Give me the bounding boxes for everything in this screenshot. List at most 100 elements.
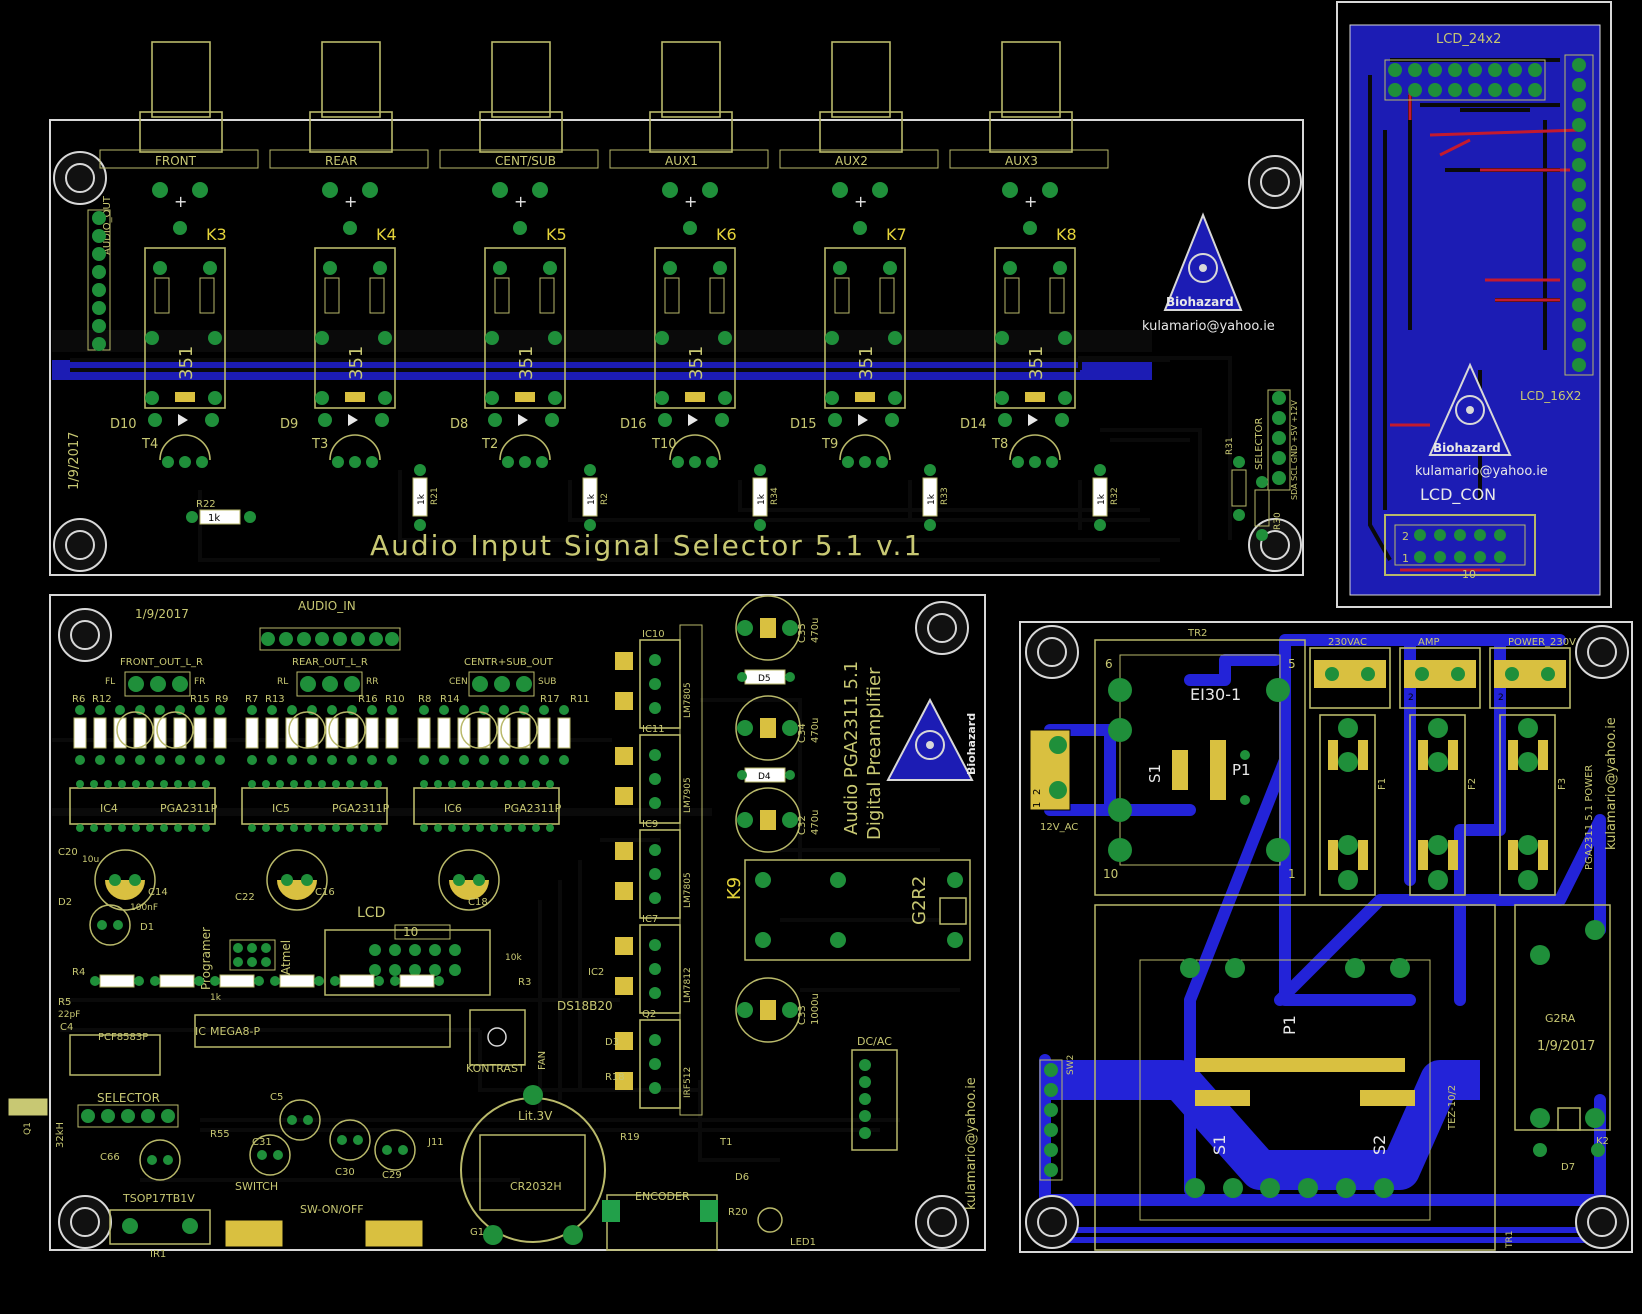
resistor-r31: R31 bbox=[1225, 437, 1247, 521]
transformer-p1: P1 bbox=[1232, 761, 1251, 779]
diode-d5: D5 bbox=[737, 669, 795, 685]
transformer-tr2: TR2 EI30-1 6 5 10 1 S1 P1 bbox=[1094, 628, 1306, 896]
dcac-label: DC/AC bbox=[857, 1035, 892, 1048]
component-ref: C14 bbox=[148, 887, 168, 898]
output-right-label: RR bbox=[366, 677, 379, 687]
fan-label: FAN bbox=[537, 1051, 548, 1070]
component-ref: C29 bbox=[382, 1170, 402, 1181]
regulator-ref: IC11 bbox=[642, 724, 665, 735]
diode-label: D14 bbox=[960, 417, 987, 432]
power-date: 1/9/2017 bbox=[1537, 1039, 1595, 1054]
regulator-type: LM7905 bbox=[683, 777, 693, 813]
component-ref: R55 bbox=[210, 1129, 230, 1140]
crystal-q1: Q1 bbox=[7, 1097, 49, 1135]
relay-label: K3 bbox=[206, 225, 227, 244]
svg-text:1k: 1k bbox=[1097, 493, 1107, 505]
svg-text:R30: R30 bbox=[1273, 512, 1283, 530]
component-ref: C20 bbox=[58, 847, 78, 858]
big-switch-s2: S2 bbox=[1370, 1135, 1389, 1155]
component-ref: T1 bbox=[719, 1137, 732, 1148]
pcf-label: PCF8583P bbox=[98, 1032, 148, 1043]
preamp-mounting-holes bbox=[58, 601, 969, 1249]
chip-label: PGA2311P bbox=[332, 802, 390, 815]
lcd-top-header bbox=[1384, 59, 1546, 101]
transistor-label: T4 bbox=[141, 437, 158, 452]
power-diode-label: D7 bbox=[1561, 1162, 1575, 1173]
transistor-label: T8 bbox=[991, 437, 1008, 452]
regulator-type: LM7812 bbox=[683, 967, 693, 1003]
input-connector-label: FRONT bbox=[155, 154, 197, 168]
mcu-chip: IC MEGA8-P bbox=[194, 1014, 451, 1048]
diode-ref: D2 bbox=[58, 897, 72, 908]
relay-text: 351 bbox=[686, 346, 707, 380]
fuse-label: F2 bbox=[1467, 778, 1478, 790]
svg-text:D5: D5 bbox=[758, 674, 771, 684]
resistor-label: R11 bbox=[570, 694, 590, 705]
component-ref: C18 bbox=[468, 897, 488, 908]
relay-text: 351 bbox=[1026, 346, 1047, 380]
ic-label: IC5 bbox=[272, 802, 290, 815]
lcd-email: kulamario@yahoo.ie bbox=[1415, 464, 1548, 479]
audio-out-label: AUDIO_OUT bbox=[102, 195, 113, 255]
encoder: ENCODER bbox=[602, 1190, 718, 1251]
relay-text: 351 bbox=[176, 346, 197, 380]
preamp-lcd-header: LCD 10 bbox=[324, 905, 491, 996]
regulator-ref: IC9 bbox=[642, 819, 658, 830]
relay-k9-label: K9 bbox=[724, 877, 745, 900]
selector-header-label: SELECTOR bbox=[1254, 417, 1265, 470]
lcd-biohazard-logo: Biohazard bbox=[1428, 362, 1512, 456]
tr1-label: TR1 bbox=[1505, 1231, 1515, 1249]
regulator-ref: Q2 bbox=[642, 1009, 656, 1020]
terminal-label: 230VAC bbox=[1328, 637, 1367, 648]
input-connector-label: AUX2 bbox=[835, 154, 868, 168]
resistor-label: R14 bbox=[440, 694, 460, 705]
diode-ref: D3 bbox=[605, 1037, 619, 1048]
diode-label: D16 bbox=[620, 417, 647, 432]
lcd-board: LCD_24x2 LCD_16X2 Biohazard kulamario@ya… bbox=[1336, 1, 1612, 608]
cap-ref: C32 bbox=[797, 815, 808, 835]
svg-text:1k: 1k bbox=[587, 493, 597, 505]
component-value: 10u bbox=[82, 855, 99, 865]
preamp-email: kulamario@yahoo.ie bbox=[964, 1077, 979, 1210]
selector-logo-text: Biohazard bbox=[1166, 295, 1234, 309]
component-value: 10k bbox=[505, 953, 522, 963]
preamp-lcd-label: LCD bbox=[357, 905, 385, 921]
component-ref: R3 bbox=[518, 977, 531, 988]
input-connector-label: AUX3 bbox=[1005, 154, 1038, 168]
component-ref: C31 bbox=[252, 1137, 272, 1148]
mcu-label: MEGA8-P bbox=[210, 1025, 260, 1038]
svg-text:2: 2 bbox=[1032, 789, 1043, 795]
output-right-label: FR bbox=[194, 677, 205, 687]
relay-text: 351 bbox=[856, 346, 877, 380]
regulator-ref: IC7 bbox=[642, 914, 658, 925]
cap-value: 1000u bbox=[810, 993, 821, 1025]
dcac-connector: DC/AC bbox=[851, 1035, 898, 1151]
svg-text:1: 1 bbox=[1032, 802, 1043, 808]
atmel-label: Atmel bbox=[279, 940, 293, 975]
power-relay: G2RA 1/9/2017 K2 bbox=[1514, 904, 1611, 1147]
component-ref: R18 bbox=[605, 1072, 625, 1083]
output-label: FRONT_OUT_L_R bbox=[120, 657, 203, 668]
svg-text:6: 6 bbox=[1105, 657, 1113, 671]
pcf-chip: PCF8583P bbox=[69, 1032, 161, 1076]
ir-label: IR1 bbox=[150, 1249, 166, 1260]
sw2-label: SW2 bbox=[1066, 1055, 1076, 1075]
programmer-header: Programer Atmel bbox=[199, 927, 293, 990]
component-ref: C5 bbox=[270, 1092, 283, 1103]
component-value: 22pF bbox=[58, 1010, 80, 1020]
ic-label: IC6 bbox=[444, 802, 462, 815]
big-switch-s1: S1 bbox=[1210, 1135, 1229, 1155]
transformer-s1: S1 bbox=[1146, 764, 1164, 783]
svg-text:1k: 1k bbox=[757, 493, 767, 505]
lcd-side-header bbox=[1564, 54, 1594, 376]
power-relay-label: G2RA bbox=[1545, 1012, 1576, 1025]
component-ref: C16 bbox=[315, 887, 335, 898]
